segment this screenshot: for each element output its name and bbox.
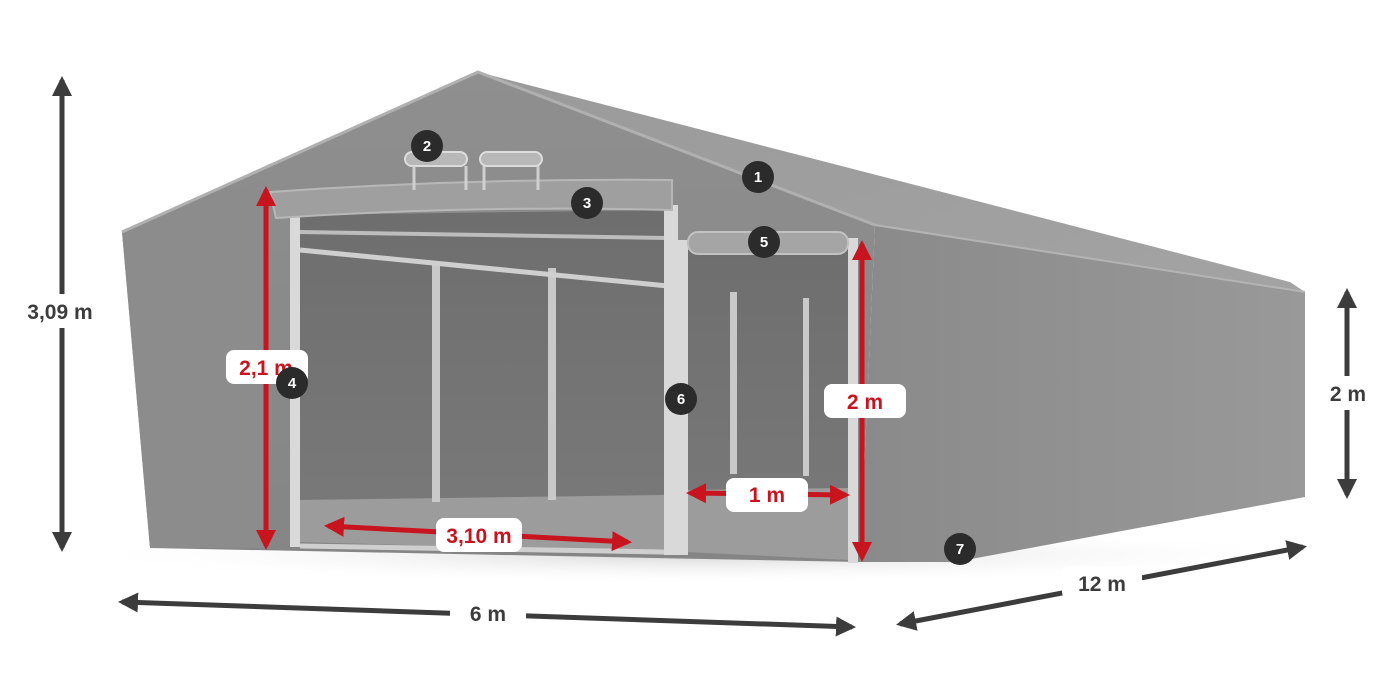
dimension-width-label: 6 m xyxy=(470,603,506,626)
marker-1: 1 xyxy=(742,161,774,193)
tent-eave xyxy=(874,224,1306,293)
dimension-length-label: 12 m xyxy=(1078,573,1126,596)
dimension-width: 6 m xyxy=(118,592,856,637)
marker-5: 5 xyxy=(748,226,780,258)
dimension-total-height-label: 3,09 m xyxy=(27,301,92,324)
interior-pole xyxy=(432,262,440,502)
interior-pole xyxy=(730,292,737,474)
dimension-large-door-width: 3,10 m xyxy=(324,516,632,552)
large-door-interior xyxy=(298,210,670,550)
marker-3: 3 xyxy=(571,187,603,219)
svg-text:4: 4 xyxy=(288,375,297,392)
interior-beam xyxy=(299,247,669,289)
rolled-door-curtain xyxy=(268,178,673,220)
dimension-small-door-height: 2 m xyxy=(824,240,906,562)
marker-7: 7 xyxy=(944,533,976,565)
vent xyxy=(479,151,543,167)
svg-text:2: 2 xyxy=(423,138,431,155)
dimension-side-height-label: 2 m xyxy=(1330,383,1366,406)
tent-roof xyxy=(478,72,1305,292)
large-door-frame-right xyxy=(664,205,678,555)
interior-pole xyxy=(803,298,809,476)
svg-text:5: 5 xyxy=(760,234,768,251)
interior-beam xyxy=(299,230,669,240)
dimension-small-door-width: 1 m xyxy=(686,478,850,512)
dimension-small-door-height-label: 2 m xyxy=(847,391,883,414)
tent-side-wall xyxy=(860,225,1305,562)
dimension-small-door-width-label: 1 m xyxy=(749,484,785,507)
dimension-total-height: 3,09 m xyxy=(14,76,106,552)
svg-text:3: 3 xyxy=(583,195,591,212)
dimension-side-height: 2 m xyxy=(1312,288,1384,499)
dimension-length: 12 m xyxy=(896,540,1307,631)
svg-text:7: 7 xyxy=(956,541,964,558)
marker-2: 2 xyxy=(411,130,443,162)
dimension-large-door-width-label: 3,10 m xyxy=(446,525,511,548)
large-door xyxy=(268,178,678,555)
tent-left-panel xyxy=(122,180,268,548)
interior-pole xyxy=(548,268,556,500)
marker-4: 4 xyxy=(276,367,308,399)
svg-text:6: 6 xyxy=(677,391,685,408)
svg-text:1: 1 xyxy=(754,169,762,186)
marker-6: 6 xyxy=(665,383,697,415)
